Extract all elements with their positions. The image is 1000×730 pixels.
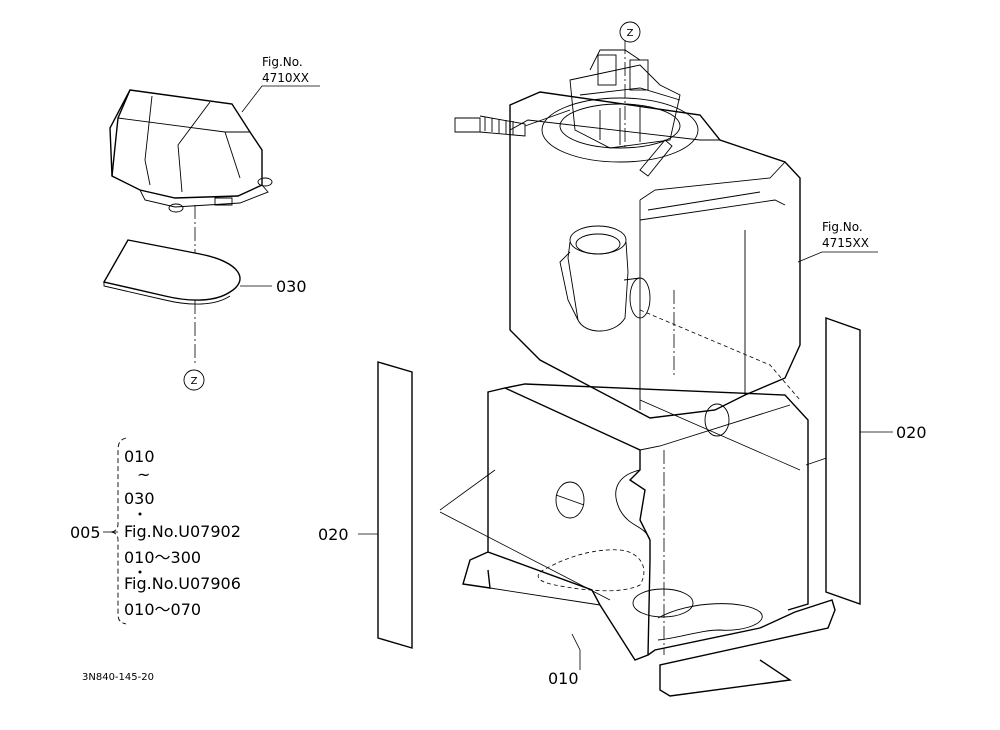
svg-text:4710XX: 4710XX	[262, 71, 309, 85]
svg-text:030: 030	[276, 277, 307, 296]
svg-text:Fig.No.: Fig.No.	[822, 220, 863, 234]
svg-text:010～070: 010～070	[124, 600, 201, 619]
callout-010: 010	[548, 633, 581, 688]
bracket-010	[439, 383, 851, 697]
svg-text:Z: Z	[627, 28, 634, 39]
strip-left-020	[377, 361, 413, 649]
callout-020-left: 020	[318, 525, 378, 544]
strip-right-020	[825, 317, 861, 605]
svg-text:4715XX: 4715XX	[822, 236, 869, 250]
svg-text:Fig.No.: Fig.No.	[262, 55, 303, 69]
callout-tank: Fig.No. 4715XX	[797, 220, 878, 263]
callout-030: 030	[240, 277, 307, 296]
tank-drawing	[454, 40, 801, 437]
filter-cover-drawing	[109, 89, 273, 268]
svg-text:Z: Z	[191, 376, 198, 387]
callout-filter-cover: Fig.No. 4710XX	[241, 55, 320, 113]
callout-020-right: 020	[860, 423, 927, 442]
svg-text:030: 030	[124, 489, 155, 508]
svg-text:Fig.No.U07906: Fig.No.U07906	[124, 574, 241, 593]
svg-text:005: 005	[70, 523, 101, 542]
svg-text:010: 010	[548, 669, 579, 688]
drawing-id: 3N840-145-20	[82, 672, 154, 683]
svg-text:020: 020	[318, 525, 349, 544]
svg-text:010～300: 010～300	[124, 548, 201, 567]
svg-text:~: ~	[137, 465, 150, 484]
svg-text:Fig.No.U07902: Fig.No.U07902	[124, 522, 241, 541]
svg-text:020: 020	[896, 423, 927, 442]
ref-marker-top: Z	[619, 21, 641, 43]
assembly-group: 005 010 ~ 030 Fig.No.U07902 010～300 Fig.…	[70, 437, 241, 625]
ref-marker-bottom: Z	[183, 369, 205, 391]
gasket-pad-030	[102, 239, 241, 365]
svg-text:010: 010	[124, 447, 155, 466]
